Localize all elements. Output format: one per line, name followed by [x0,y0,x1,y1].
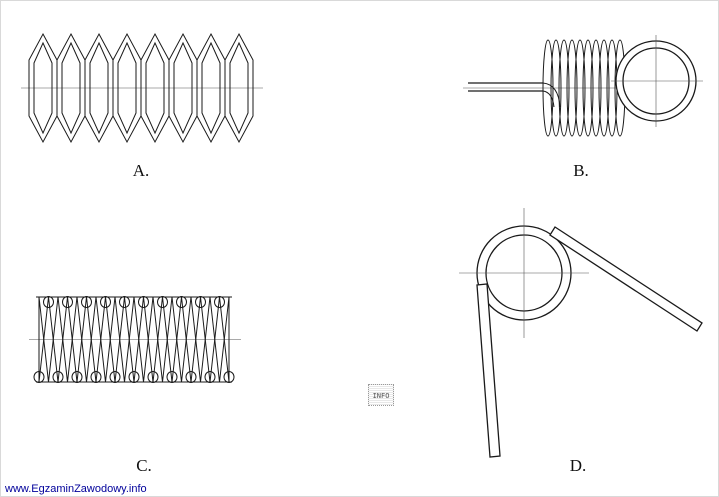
figure-label-c: C. [136,456,152,475]
figure-label-a: A. [132,161,150,180]
watermark-text: www.EgzaminZawodowy.info [5,483,147,495]
figure-d-torsion-spring-drawing [459,208,703,458]
figure-a-disc-spring-drawing [21,33,263,143]
figure-label-d: D. [569,456,587,475]
figure-b-extension-spring-drawing [463,35,703,137]
torsion-spring-left-leg [476,283,501,458]
figure-c-compression-spring-drawing [29,296,241,383]
figure-label-b: B. [573,161,589,180]
info-stamp: INFO [368,384,394,406]
torsion-spring-right-leg [549,226,703,332]
